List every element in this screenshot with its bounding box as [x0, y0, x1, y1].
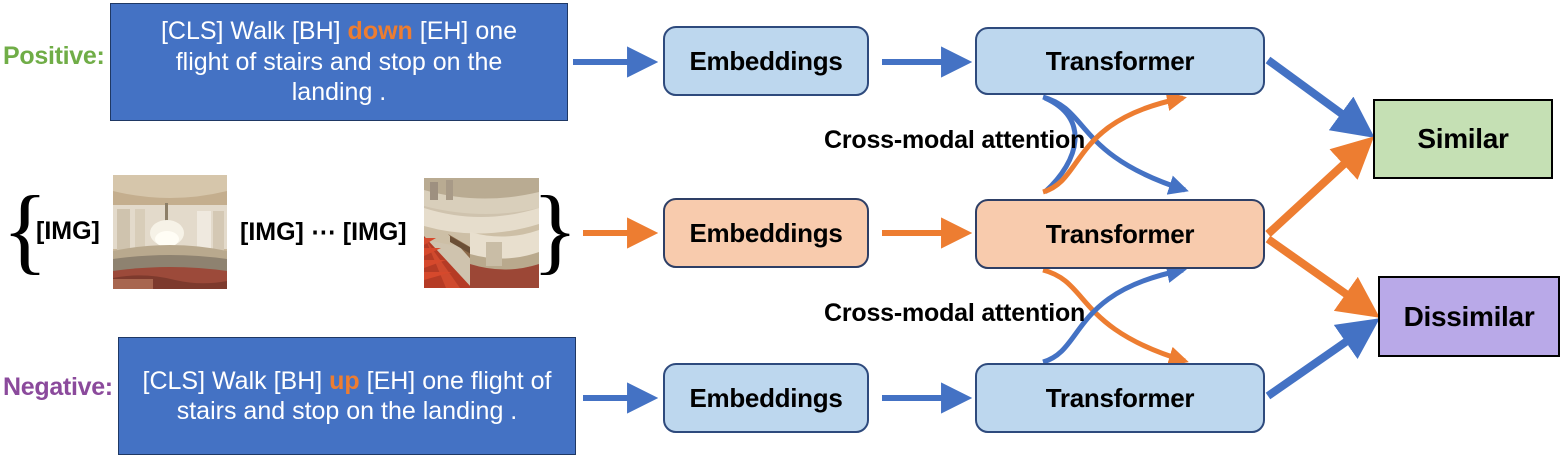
negative-sentence-highlight: up — [329, 366, 360, 395]
row-label-negative: Negative: — [3, 373, 113, 401]
brace-open: { — [2, 176, 49, 283]
embeddings-box-positive: Embeddings — [663, 26, 869, 96]
cross-modal-attention-label-top: Cross-modal attention — [824, 126, 1086, 154]
img-token-left: [IMG] — [36, 217, 100, 245]
negative-sentence-prefix: [CLS] Walk [BH] — [142, 366, 330, 395]
embeddings-box-image: Embeddings — [663, 198, 869, 268]
transformer-box-negative: Transformer — [975, 363, 1265, 433]
positive-sentence-box: [CLS] Walk [BH] down [EH] one flight of … — [110, 3, 568, 121]
positive-sentence-highlight: down — [347, 17, 413, 46]
brace-close: } — [532, 176, 579, 283]
output-box-dissimilar: Dissimilar — [1378, 276, 1560, 357]
output-box-similar: Similar — [1373, 99, 1553, 179]
image-thumbnail-ballroom — [113, 175, 227, 289]
positive-sentence-prefix: [CLS] Walk [BH] — [160, 17, 348, 46]
image-thumbnail-staircase — [424, 178, 539, 288]
img-token-right: [IMG] ⋯ [IMG] — [240, 218, 407, 246]
positive-sentence-suffix: [EH] one flight of stairs and stop on th… — [175, 17, 518, 107]
negative-sentence-box: [CLS] Walk [BH] up [EH] one flight of st… — [118, 337, 576, 455]
transformer-box-image: Transformer — [975, 199, 1265, 269]
negative-sentence-suffix: [EH] one flight of stairs and stop on th… — [176, 366, 552, 426]
transformer-box-positive: Transformer — [975, 27, 1265, 95]
cross-modal-attention-label-bottom: Cross-modal attention — [824, 299, 1086, 327]
row-label-positive: Positive: — [3, 42, 105, 70]
embeddings-box-negative: Embeddings — [663, 363, 869, 433]
